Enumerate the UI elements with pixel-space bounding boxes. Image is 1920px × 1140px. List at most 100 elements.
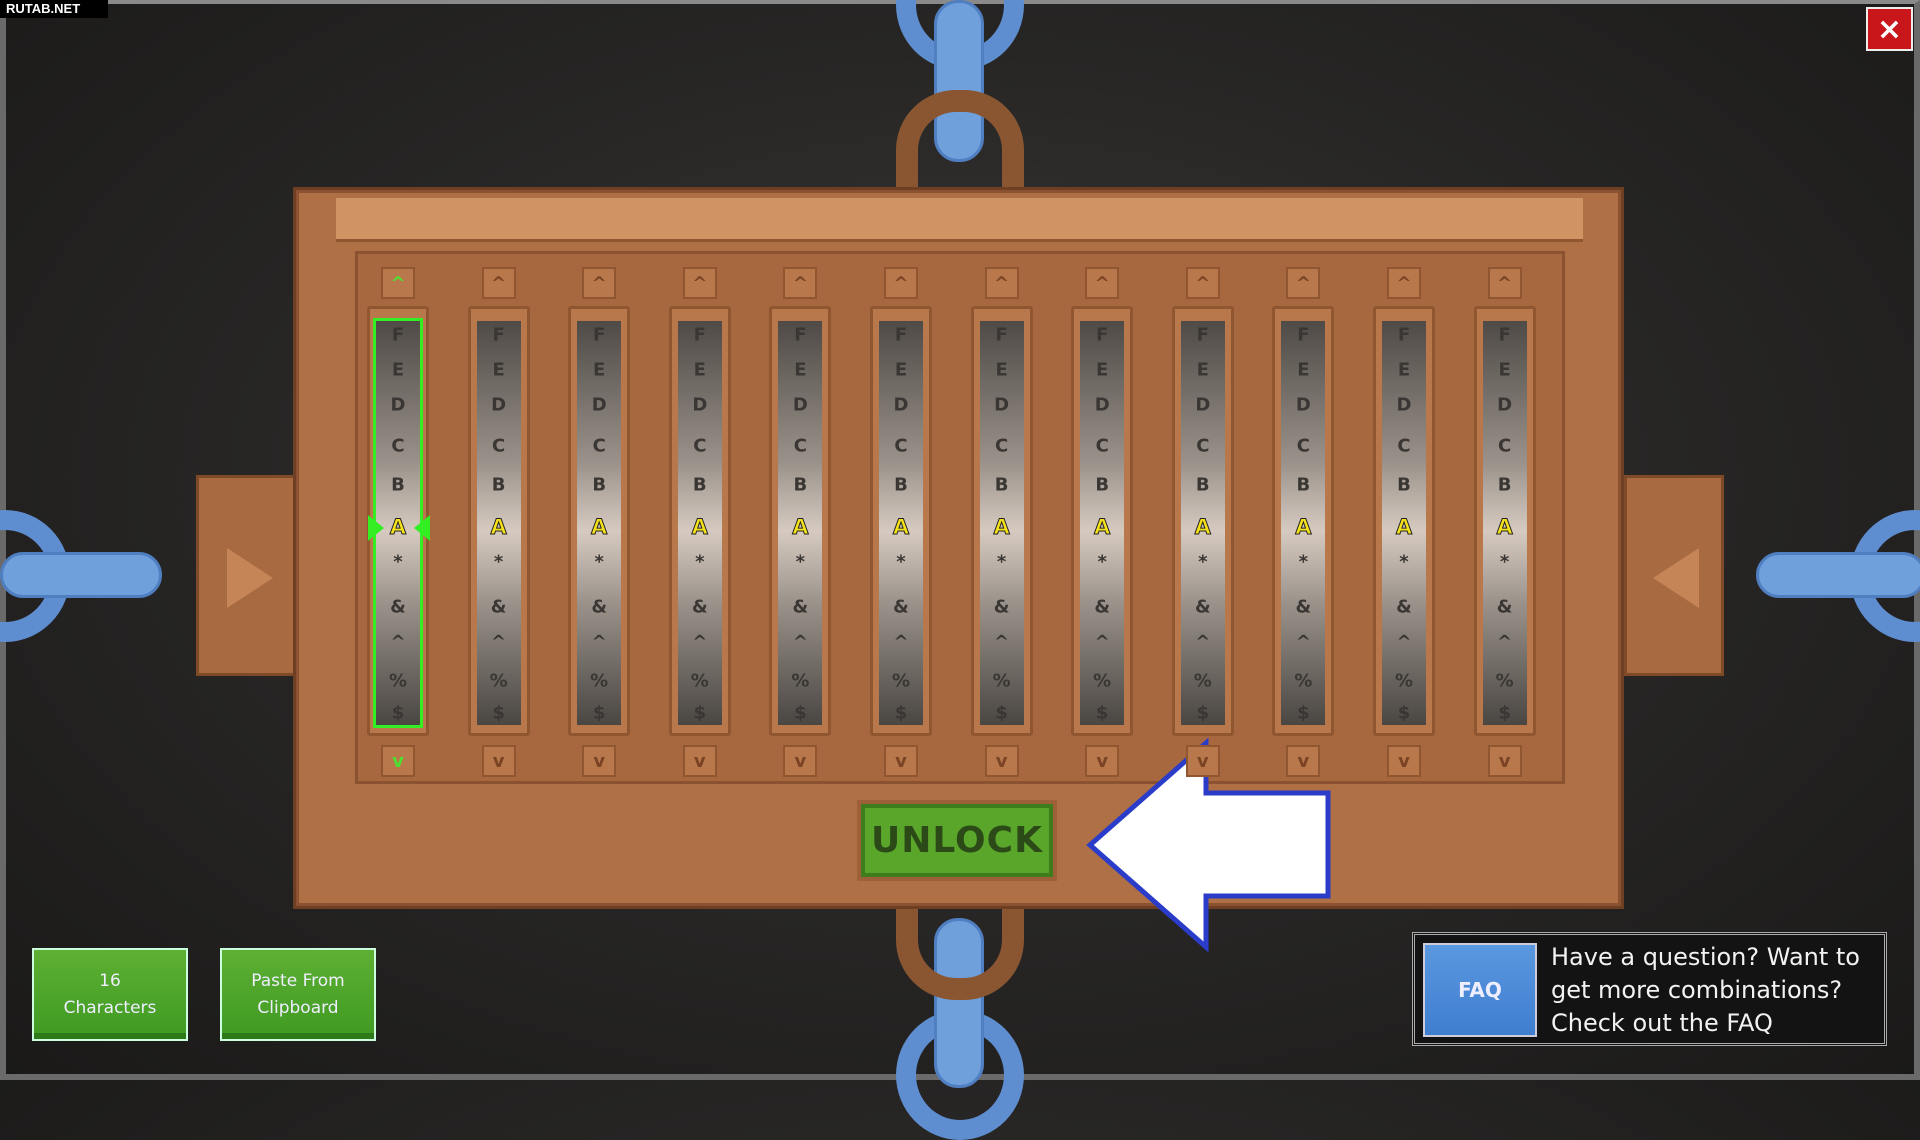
- wheel-symbol: *: [896, 551, 906, 573]
- wheel-symbol: *: [1298, 551, 1309, 573]
- wheel-symbol: %: [791, 670, 810, 692]
- wheel-symbol: &: [591, 596, 608, 618]
- current-symbol: A: [591, 515, 608, 540]
- wheel-symbol: C: [1095, 435, 1109, 457]
- wheel-symbol: F: [693, 324, 706, 346]
- wheel-symbol: $: [391, 702, 405, 724]
- wheel-symbol: B: [692, 474, 707, 496]
- chevron-down-icon[interactable]: v: [582, 745, 617, 777]
- wheel-symbol: F: [1297, 324, 1310, 346]
- wheel-symbol: $: [492, 702, 505, 724]
- wheel-symbol: E: [1498, 359, 1511, 381]
- chevron-up-icon[interactable]: ^: [481, 267, 516, 299]
- wheel-symbol: D: [591, 394, 607, 416]
- wheel-symbol: ^: [893, 631, 909, 653]
- wheel-symbol: $: [995, 702, 1008, 724]
- unlock-button[interactable]: UNLOCK: [857, 800, 1057, 881]
- wheel-symbol: C: [391, 435, 405, 457]
- paste-label-2: Clipboard: [257, 997, 339, 1018]
- chevron-up-icon[interactable]: ^: [682, 267, 717, 299]
- faq-button[interactable]: FAQ: [1423, 943, 1537, 1037]
- current-symbol: A: [1295, 515, 1312, 540]
- wheel-symbol: F: [492, 324, 505, 346]
- chevron-down-icon[interactable]: v: [1085, 745, 1120, 777]
- wheel-symbol: $: [1095, 702, 1109, 724]
- faq-panel: FAQ Have a question? Want to get more co…: [1412, 932, 1887, 1046]
- wheel-symbol: D: [1497, 394, 1513, 416]
- wheel-symbol: $: [794, 702, 807, 724]
- chevron-up-icon[interactable]: ^: [381, 267, 415, 299]
- chevron-down-icon[interactable]: v: [1185, 745, 1220, 777]
- wheel-symbol: &: [1496, 596, 1513, 618]
- wheel-symbol: C: [592, 435, 606, 457]
- chevron-down-icon[interactable]: v: [381, 745, 415, 777]
- lock-top-bar: [336, 198, 1583, 242]
- chevron-down-icon[interactable]: v: [884, 745, 918, 777]
- wheel-symbol: C: [793, 435, 807, 457]
- wheel-symbol: *: [795, 551, 806, 573]
- chevron-up-icon[interactable]: ^: [984, 267, 1019, 299]
- wheel-symbol: $: [592, 702, 606, 724]
- wheel-symbol: B: [1095, 474, 1110, 496]
- wheel-symbol: F: [391, 324, 405, 346]
- wheel-symbol: C: [894, 435, 908, 457]
- chevron-up-icon[interactable]: ^: [884, 267, 918, 299]
- wheel-symbol: %: [992, 670, 1011, 692]
- chevron-up-icon[interactable]: ^: [582, 267, 617, 299]
- close-button[interactable]: ×: [1866, 7, 1913, 51]
- chevron-up-icon[interactable]: ^: [783, 267, 818, 299]
- characters-count: 16: [99, 970, 121, 991]
- wheel-symbol: C: [491, 435, 506, 457]
- wheel-symbol: %: [891, 670, 911, 692]
- wheel-symbol: &: [691, 596, 708, 618]
- wheel-symbol: E: [1196, 359, 1209, 381]
- wheel-symbol: F: [894, 324, 908, 346]
- chevron-up-icon[interactable]: ^: [1286, 267, 1321, 299]
- watermark: RUTAB.NET: [0, 0, 108, 18]
- current-symbol: A: [892, 515, 910, 540]
- wheel-symbol: E: [1397, 359, 1411, 381]
- current-symbol: A: [389, 515, 407, 540]
- wheel-symbol: $: [693, 702, 707, 724]
- chevron-up-icon[interactable]: ^: [1085, 267, 1120, 299]
- wheel-symbol: *: [996, 551, 1007, 573]
- wheel-symbol: ^: [1195, 631, 1211, 653]
- wheel-symbol: %: [1093, 670, 1112, 692]
- wheel-symbol: &: [1396, 596, 1412, 618]
- chevron-down-icon[interactable]: v: [682, 745, 717, 777]
- wheel-symbol: E: [794, 359, 807, 381]
- current-symbol: A: [1094, 515, 1111, 540]
- wheel-symbol: B: [491, 474, 506, 496]
- chevron-down-icon[interactable]: v: [1487, 745, 1522, 777]
- wheel-symbol: C: [693, 435, 707, 457]
- chevron-up-icon[interactable]: ^: [1185, 267, 1220, 299]
- current-symbol: A: [1194, 515, 1211, 540]
- chevron-down-icon[interactable]: v: [481, 745, 516, 777]
- chain-left: [0, 552, 162, 598]
- wheel-symbol: ^: [792, 631, 808, 653]
- wheel-symbol: ^: [591, 631, 607, 653]
- wheel-symbol: ^: [692, 631, 708, 653]
- wheel-symbol: $: [1297, 702, 1310, 724]
- wheel-symbol: %: [1495, 670, 1514, 692]
- chevron-up-icon[interactable]: ^: [1487, 267, 1522, 299]
- chevron-down-icon[interactable]: v: [1387, 745, 1421, 777]
- chevron-down-icon[interactable]: v: [783, 745, 818, 777]
- wheel-symbol: D: [1396, 394, 1412, 416]
- chevron-down-icon[interactable]: v: [1286, 745, 1321, 777]
- chevron-down-icon[interactable]: v: [984, 745, 1019, 777]
- chevron-up-icon[interactable]: ^: [1387, 267, 1421, 299]
